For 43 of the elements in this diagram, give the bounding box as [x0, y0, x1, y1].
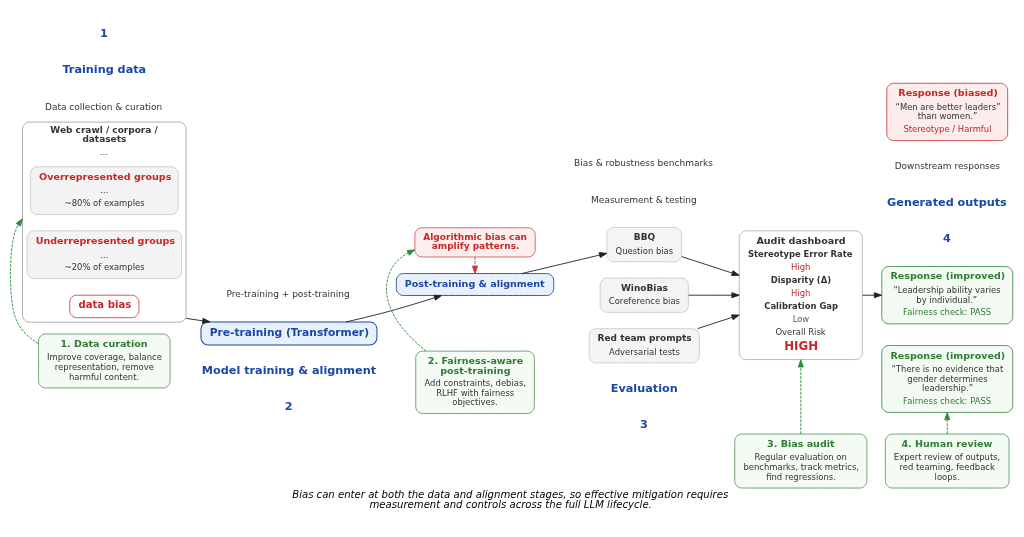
node-box: 3. Bias audit Regular evaluation on benchmarks, track metrics, find regressions. — [734, 433, 868, 489]
label: 1 — [100, 26, 108, 40]
node-box: WinoBias Coreference bias — [599, 277, 689, 313]
arrow — [185, 317, 211, 324]
label: Measurement & testing — [591, 194, 697, 205]
node-box: Algorithmic bias can amplify patterns. — [414, 227, 536, 258]
arrow — [521, 252, 608, 274]
label: Bias & robustness benchmarks — [573, 158, 713, 169]
arrow — [472, 256, 479, 274]
label: Evaluation — [610, 381, 678, 395]
arrow — [10, 218, 39, 345]
arrow — [797, 359, 804, 435]
node-box: Response (biased) “Men are better leaders” than women.” Stereotype / Harmful — [886, 82, 1009, 141]
node-box: Underrepresented groups … ~20% of examples — [26, 230, 182, 279]
caption: Bias can enter at both the data and alignment stages, so effective mitigation requires measurement and controls across the full LLM lifecycle. — [292, 488, 729, 510]
arrow — [386, 249, 427, 352]
node-box: 4. Human review Expert review of outputs, red teaming, feedback loops. — [885, 433, 1010, 489]
arrow — [688, 292, 740, 299]
node-box: Response (improved) “There is no evidence that gender determines leadership.” Fairness check: PASS — [881, 345, 1014, 413]
label: 3 — [640, 418, 648, 432]
arrow — [697, 314, 740, 330]
label: Data collection & curation — [45, 101, 163, 112]
node-box: 2. Fairness-aware post-training Add constraints, debias, RLHF with fairness objectives. — [415, 350, 535, 414]
label: Generated outputs — [887, 195, 1007, 209]
label: Model training & alignment — [201, 363, 377, 377]
node-box: Post-training & alignment — [395, 273, 555, 296]
node-box: Audit dashboard Stereotype Error Rate High Disparity (Δ) High Calibration Gap Low Overall Risk HIGH — [738, 230, 863, 360]
label: Pre-training + post-training — [226, 289, 350, 300]
node-box: Response (improved) “Leadership ability varies by individual.” Fairness check: PASS — [881, 266, 1014, 325]
arrow — [345, 294, 443, 323]
label: 4 — [943, 232, 951, 246]
label: Downstream responses — [894, 161, 1000, 172]
label: Training data — [62, 63, 147, 77]
node-box: Overrepresented groups … ~80% of examples — [30, 166, 179, 215]
node-box: BBQ Question bias — [606, 227, 682, 263]
node-box: Red team prompts Adversarial tests — [588, 328, 700, 364]
arrow — [944, 412, 951, 435]
node-box: 1. Data curation Improve coverage, balance representation, remove harmful content. — [38, 333, 171, 389]
node-box: data bias — [69, 294, 140, 319]
arrow — [861, 292, 883, 299]
label: 2 — [284, 400, 293, 414]
arrow — [681, 256, 740, 276]
node-box: Pre-training (Transformer) — [200, 321, 378, 346]
